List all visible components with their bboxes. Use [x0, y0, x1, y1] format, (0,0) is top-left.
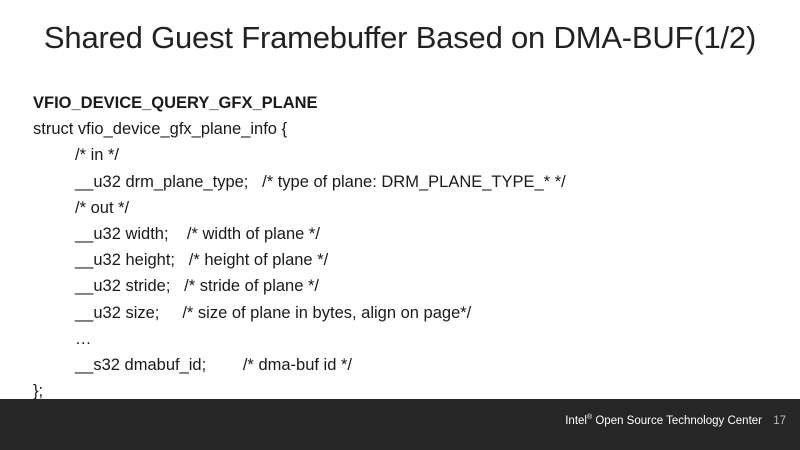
footer-brand: Intel® Open Source Technology Center: [565, 414, 762, 427]
code-line-dmabuf-id: __s32 dmabuf_id; /* dma-buf id */: [75, 355, 352, 374]
brand-name: Intel: [565, 415, 587, 427]
code-line-struct-open: struct vfio_device_gfx_plane_info {: [33, 120, 288, 139]
code-line-ellipsis: …: [75, 329, 92, 348]
slide-body: VFIO_DEVICE_QUERY_GFX_PLANE struct vfio_…: [33, 90, 566, 404]
page-number: 17: [773, 415, 786, 427]
code-line-drm-plane-type: __u32 drm_plane_type; /* type of plane: …: [75, 172, 566, 191]
code-line-struct-close: };: [33, 382, 44, 401]
code-line-out-comment: /* out */: [75, 198, 130, 217]
slide-title: Shared Guest Framebuffer Based on DMA-BU…: [43, 20, 757, 55]
code-line-width: __u32 width; /* width of plane */: [75, 224, 320, 243]
code-line-stride: __u32 stride; /* stride of plane */: [75, 277, 319, 296]
code-line-height: __u32 height; /* height of plane */: [75, 251, 329, 270]
brand-rest: Open Source Technology Center: [592, 415, 762, 427]
code-line-size: __u32 size; /* size of plane in bytes, a…: [75, 303, 472, 322]
code-line-in-comment: /* in */: [75, 146, 120, 165]
registered-mark: ®: [586, 414, 593, 421]
heading-ioctl-name: VFIO_DEVICE_QUERY_GFX_PLANE: [33, 94, 318, 112]
footer-bar: Intel® Open Source Technology Center 17: [0, 399, 800, 450]
